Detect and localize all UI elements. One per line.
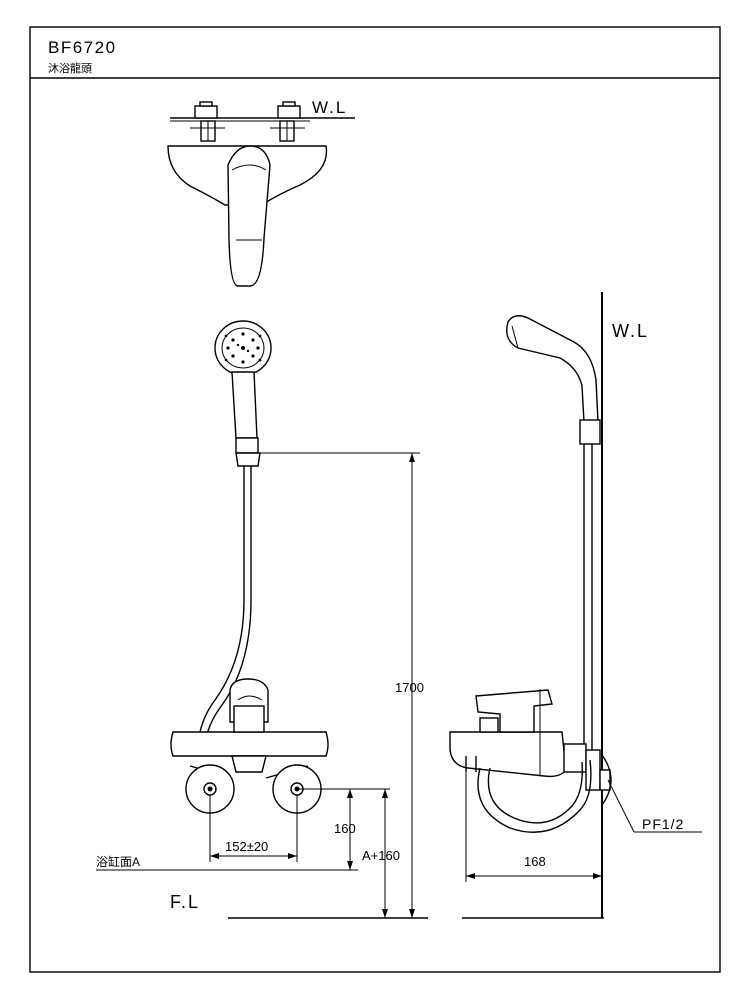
product-name: 沐浴龍頭 [48, 61, 92, 75]
side-hose-loop [477, 759, 592, 833]
top-lever [227, 145, 271, 287]
dim-center-spacing: 152±20 [209, 795, 298, 862]
front-mixer-body [170, 731, 329, 757]
shower-holder [235, 452, 261, 467]
model-number: BF6720 [48, 38, 117, 57]
hand-shower-handle [231, 371, 258, 439]
top-view: W.L [167, 98, 355, 287]
dim-projection-label: 168 [524, 854, 546, 869]
dim-above-bath-label: 160 [334, 821, 356, 836]
side-mixer-body [449, 731, 567, 778]
top-wall-line-label: W.L [312, 98, 347, 117]
dim-height-total-label: 1700 [395, 680, 424, 695]
front-left-connector [185, 764, 235, 814]
bath-surface-label: 浴缸面A [96, 854, 140, 869]
dim-height-total: 1700 [258, 452, 424, 918]
pipe-thread-label: PF1/2 [642, 816, 684, 832]
left-connector [190, 101, 225, 142]
side-shower-head [506, 315, 599, 423]
dim-center-spacing-label: 152±20 [225, 839, 268, 854]
dim-above-floor-label: A+160 [362, 848, 400, 863]
side-rail-clamp [579, 419, 601, 445]
dim-above-floor: A+160 [362, 789, 400, 918]
hand-shower-head [214, 320, 272, 376]
side-wall-line-label: W.L [612, 321, 649, 341]
outer-frame [29, 26, 721, 973]
shower-hose [197, 466, 245, 746]
front-view [170, 320, 329, 814]
right-connector [270, 101, 305, 142]
front-spout [231, 755, 267, 773]
handle-collar [235, 437, 259, 454]
side-view: W.L PF1/2 168 [449, 292, 702, 919]
dim-above-bath: 160 [334, 789, 356, 870]
floor-line-label: F.L [170, 892, 200, 912]
side-lever [475, 689, 553, 733]
